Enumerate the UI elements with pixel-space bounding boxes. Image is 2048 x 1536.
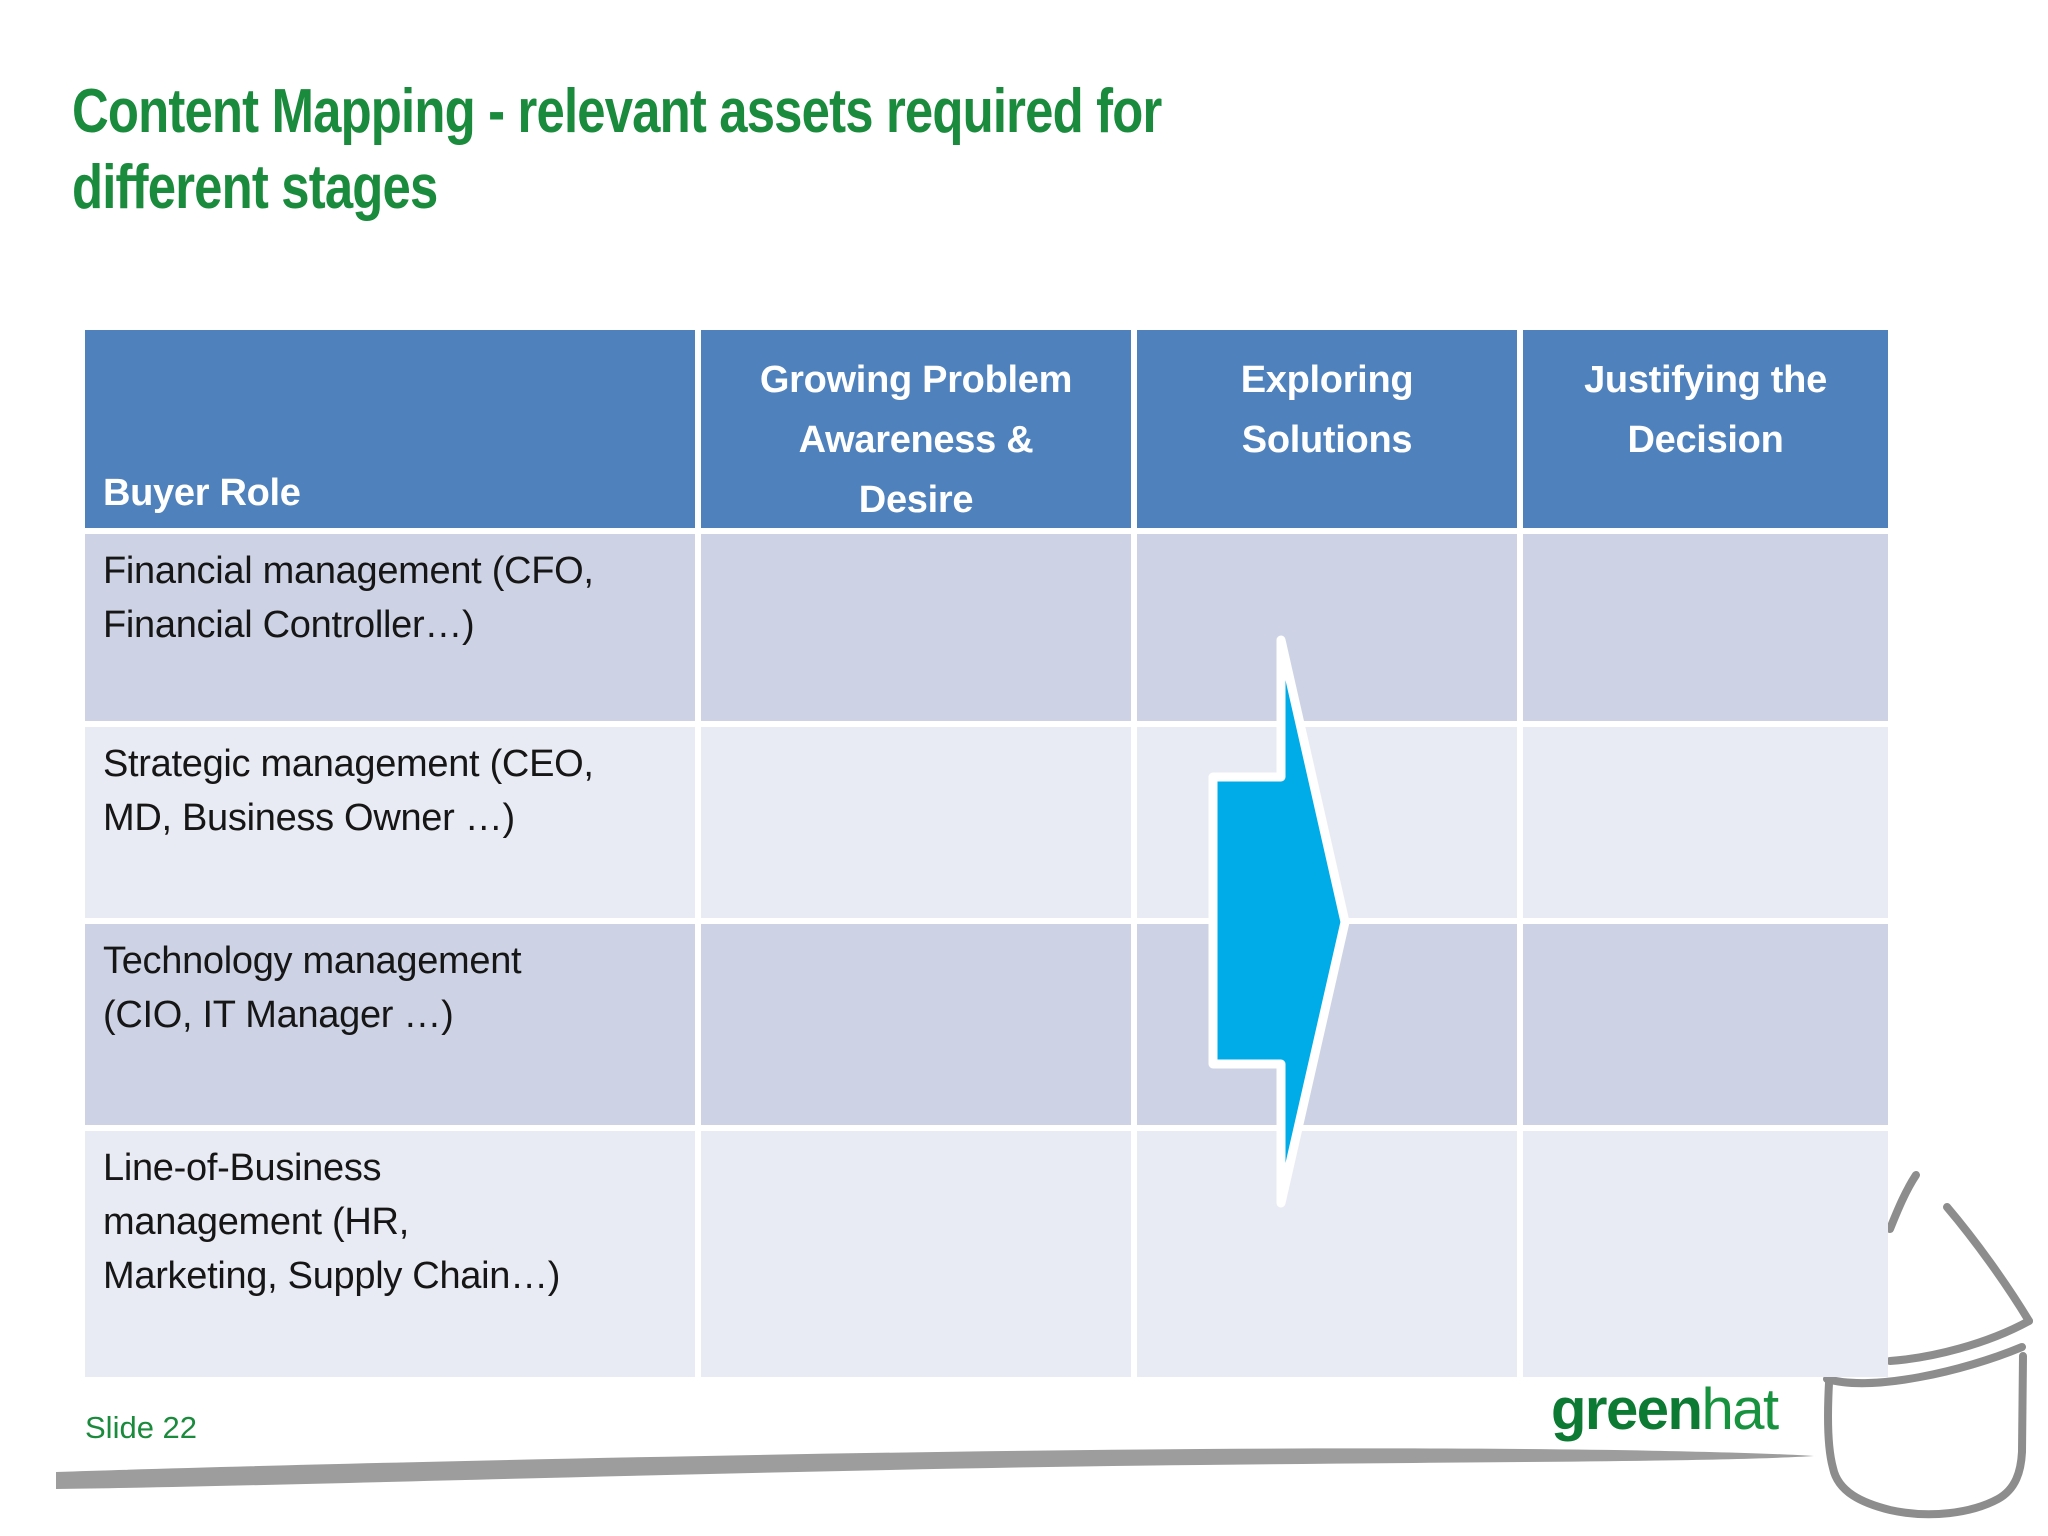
header-cell-growing-problem: Growing Problem Awareness & Desire <box>701 330 1131 528</box>
table-cell-empty <box>701 727 1131 918</box>
header-line: Justifying the <box>1584 359 1827 401</box>
table-cell-empty <box>1137 1131 1517 1377</box>
hand-drawn-underline <box>56 1448 1814 1489</box>
row-line: Financial management (CFO, <box>103 550 594 592</box>
content-mapping-table: Buyer Role Growing Problem Awareness & D… <box>85 330 1888 1377</box>
table-cell-empty <box>1523 1131 1888 1377</box>
row-label-line-of-business: Line-of-Business management (HR, Marketi… <box>85 1131 695 1377</box>
row-label-strategic-management: Strategic management (CEO, MD, Business … <box>85 727 695 918</box>
table-cell-empty <box>1523 924 1888 1125</box>
table-cell-empty <box>701 1131 1131 1377</box>
row-line: MD, Business Owner …) <box>103 797 515 839</box>
header-cell-justifying-decision: Justifying the Decision <box>1523 330 1888 528</box>
row-line: Line-of-Business <box>103 1147 382 1189</box>
slide-number: Slide 22 <box>85 1410 198 1445</box>
brand-wordmark: greenhat <box>1551 1381 1779 1439</box>
title-line-2: different stages <box>72 153 438 222</box>
header-line: Growing Problem <box>759 359 1073 401</box>
table-cell-empty <box>1523 534 1888 721</box>
row-line: (CIO, IT Manager …) <box>103 994 454 1036</box>
brand-wordmark-regular: hat <box>1701 1377 1779 1442</box>
table-cell-empty <box>1523 727 1888 918</box>
header-line: Solutions <box>1241 419 1413 461</box>
row-line: Technology management <box>103 940 522 982</box>
row-line: management (HR, <box>103 1201 409 1243</box>
page-title: Content Mapping - relevant assets requir… <box>72 74 1162 226</box>
table-cell-empty <box>1137 534 1517 721</box>
table-cell-empty <box>701 534 1131 721</box>
row-label-technology-management: Technology management (CIO, IT Manager …… <box>85 924 695 1125</box>
title-line-1: Content Mapping - relevant assets requir… <box>72 77 1162 146</box>
header-cell-exploring-solutions: Exploring Solutions <box>1137 330 1517 528</box>
header-line: Desire <box>858 479 974 521</box>
header-line: Exploring <box>1240 359 1414 401</box>
row-line: Financial Controller…) <box>103 604 475 646</box>
header-line: Decision <box>1627 419 1784 461</box>
header-cell-buyer-role: Buyer Role <box>85 330 695 528</box>
header-line: Awareness & <box>798 419 1034 461</box>
table-cell-empty <box>1137 924 1517 1125</box>
row-line: Marketing, Supply Chain…) <box>103 1255 561 1297</box>
row-line: Strategic management (CEO, <box>103 743 594 785</box>
row-label-financial-management: Financial management (CFO, Financial Con… <box>85 534 695 721</box>
header-label: Buyer Role <box>103 472 301 514</box>
table-cell-empty <box>701 924 1131 1125</box>
table-cell-empty <box>1137 727 1517 918</box>
brand-wordmark-bold: green <box>1551 1377 1703 1442</box>
